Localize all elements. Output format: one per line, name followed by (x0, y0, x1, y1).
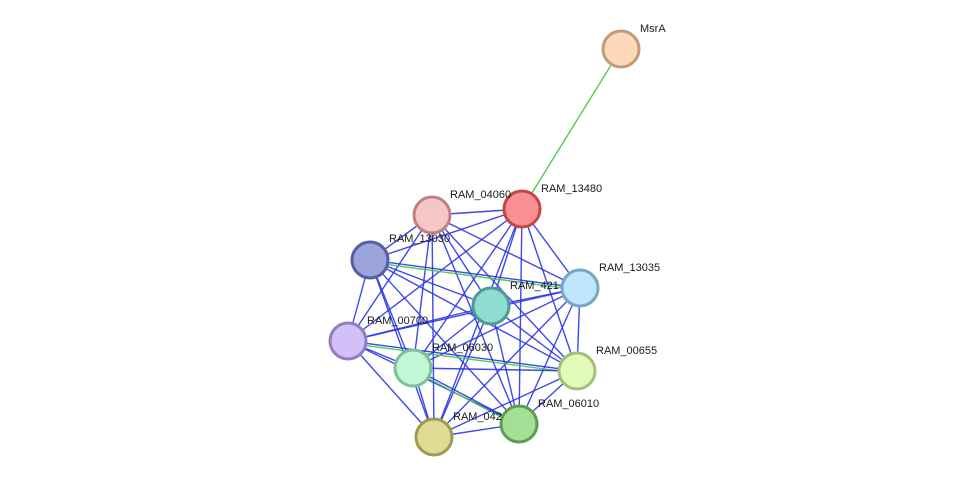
node-ram04060[interactable] (412, 195, 452, 235)
edge-ram13035-ram06010 (518, 287, 581, 425)
edge-ram00700-ram00655 (347, 340, 578, 372)
node-label-msra: MsrA (640, 23, 666, 35)
node-ram13480[interactable] (502, 189, 542, 229)
node-layer (328, 29, 641, 457)
edge-ram04060-ram06030 (412, 214, 433, 369)
edge-ram13030-ram13035 (369, 261, 580, 291)
node-label-ram04060: RAM_04060 (450, 189, 511, 201)
edge-ram13030-ram00655 (369, 259, 578, 372)
node-label-ram421: RAM_421 (510, 280, 559, 292)
node-label-ram13030: RAM_13030 (389, 233, 450, 245)
edge-ram00655-ram042 (433, 370, 578, 438)
edge-msra-ram13480 (521, 48, 622, 210)
label-layer: MsrA RAM_13480RAM_04060RAM_13030RAM_13035… (367, 23, 666, 423)
edge-ram421-ram042 (433, 305, 492, 438)
node-ram13035[interactable] (560, 268, 600, 308)
edge-ram00700-ram042 (347, 340, 435, 438)
node-msra[interactable] (601, 29, 641, 69)
node-label-ram042: RAM_042 (453, 411, 502, 423)
edge-ram13480-ram00655 (521, 208, 578, 372)
edge-ram04060-ram042 (431, 214, 435, 438)
edge-ram13480-ram06030 (412, 208, 523, 369)
node-ram13030[interactable] (350, 240, 390, 280)
node-ram00655[interactable] (557, 351, 597, 391)
edge-ram06030-ram06010 (412, 367, 520, 425)
node-ram00700[interactable] (328, 321, 368, 361)
edge-ram421-ram00700 (347, 305, 492, 342)
node-ram042[interactable] (414, 417, 454, 457)
node-label-ram06030: RAM_06030 (432, 342, 493, 354)
node-label-ram06010: RAM_06010 (538, 398, 599, 410)
edge-ram04060-ram06010 (431, 214, 520, 425)
edge-ram00700-ram00655 (347, 342, 577, 374)
edge-ram13480-ram042 (433, 208, 523, 438)
node-ram06010[interactable] (499, 404, 539, 444)
edge-ram04060-ram00700 (347, 214, 433, 342)
node-ram421[interactable] (471, 286, 511, 326)
edge-ram13480-ram00700 (347, 208, 523, 342)
node-ram06030[interactable] (393, 348, 433, 388)
edge-ram06030-ram00655 (412, 367, 578, 372)
edge-ram421-ram06010 (490, 305, 520, 425)
edge-ram06030-ram06010 (411, 369, 519, 427)
edge-ram13030-ram06010 (369, 259, 520, 425)
edge-ram13030-ram421 (369, 259, 492, 307)
edge-ram13480-ram13030 (369, 208, 523, 261)
edge-ram13030-ram13035 (369, 259, 581, 289)
node-label-ram00655: RAM_00655 (596, 345, 657, 357)
node-label-ram13480: RAM_13480 (541, 183, 602, 195)
node-label-ram13035: RAM_13035 (599, 262, 660, 274)
node-label-ram00700: RAM_00700 (367, 315, 428, 327)
edge-ram04060-ram13035 (431, 214, 581, 289)
